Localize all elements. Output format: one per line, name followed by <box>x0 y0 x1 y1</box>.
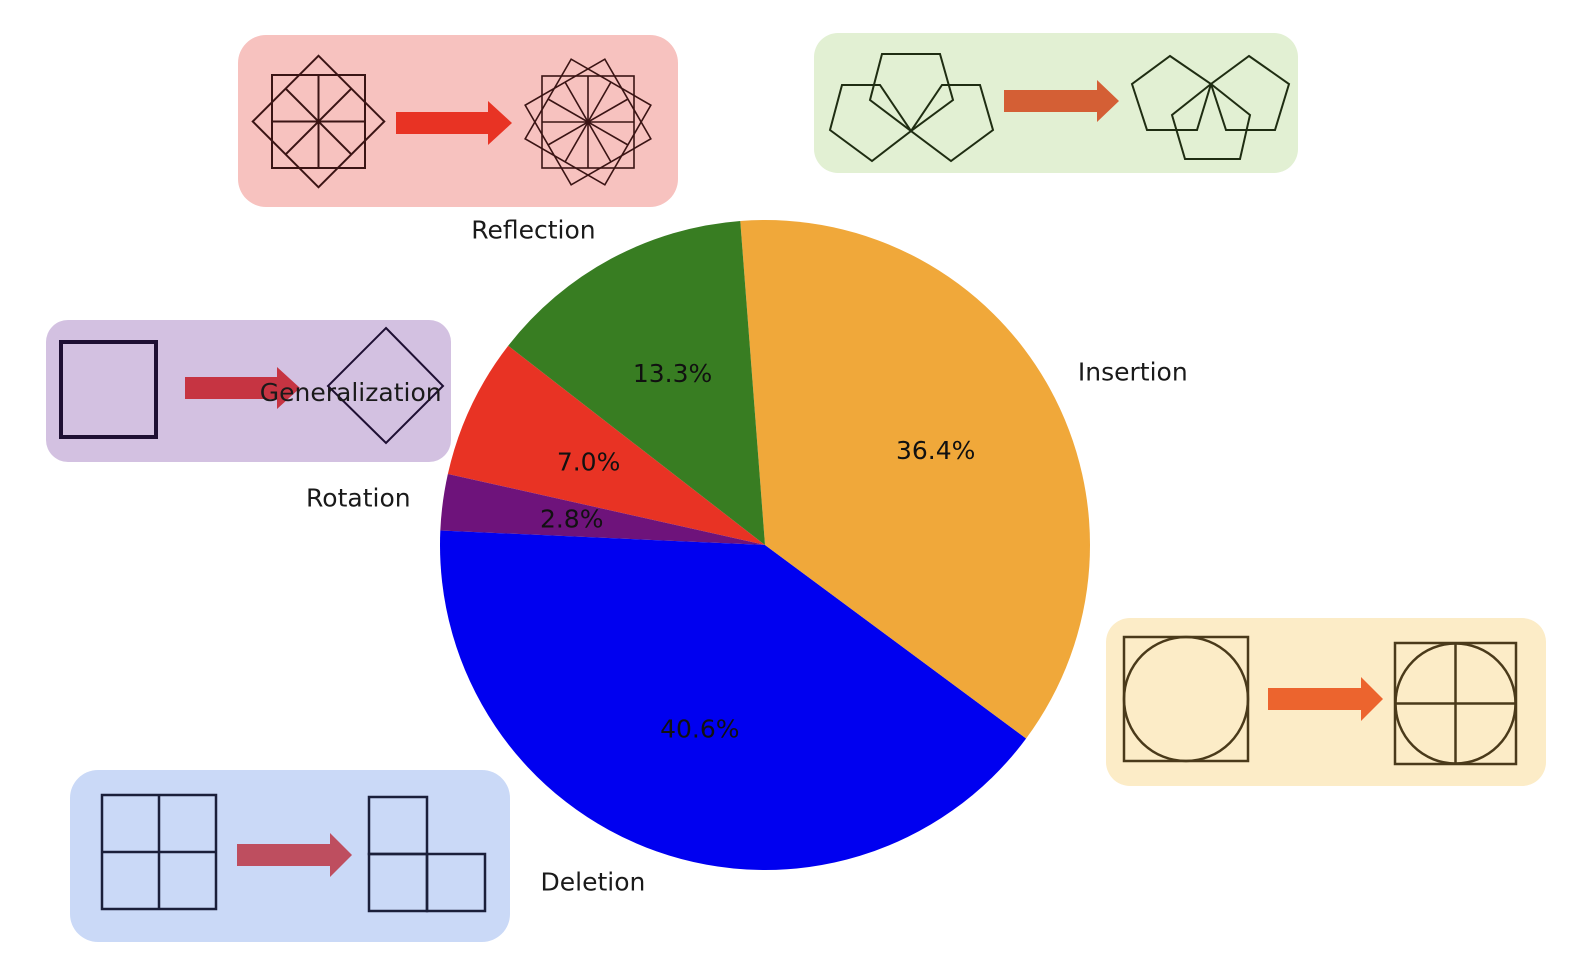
rotation-panel <box>46 320 451 462</box>
pie-pct-generalization: 7.0% <box>557 447 621 476</box>
pie-label-reflection: Reflection <box>471 216 595 245</box>
pie-label-rotation: Rotation <box>306 483 411 512</box>
pie-slice-reflection <box>508 220 765 545</box>
insertion-after-icon <box>1393 641 1518 766</box>
deletion-after-icon <box>367 795 487 913</box>
generalization-arrow-icon <box>396 101 512 145</box>
reflection-panel <box>814 33 1298 173</box>
pie-pct-reflection: 13.3% <box>633 359 712 388</box>
reflection-before-icon <box>828 53 995 163</box>
pie-pct-deletion: 40.6% <box>660 714 739 743</box>
rotation-after-icon <box>326 326 445 445</box>
pie-label-deletion: Deletion <box>541 867 646 896</box>
pie-slice-insertion <box>740 219 1091 739</box>
insertion-before-icon <box>1122 635 1250 763</box>
pie-label-insertion: Insertion <box>1078 358 1188 387</box>
generalization-before-icon <box>251 54 386 189</box>
reflection-after-icon <box>1130 54 1291 160</box>
pie-labels: Generalization 7.0% Rotation 2.8% Deletion 40… <box>260 216 1188 897</box>
deletion-before-icon <box>100 793 218 911</box>
reflection-arrow-icon <box>1004 80 1119 122</box>
pie-slice-rotation <box>440 473 765 545</box>
pie-slice-deletion <box>439 530 1027 871</box>
insertion-panel <box>1106 618 1546 786</box>
deletion-panel <box>70 770 510 942</box>
deletion-arrow-icon <box>237 833 352 877</box>
pie-label-generalization: Generalization <box>260 378 442 407</box>
pie-pct-insertion: 36.4% <box>896 436 975 465</box>
pie-slice-generalization <box>447 345 765 545</box>
insertion-arrow-icon <box>1268 677 1383 721</box>
pie-pct-rotation: 2.8% <box>540 505 604 534</box>
pie-wedges <box>439 219 1091 871</box>
generalization-after-icon <box>524 58 652 186</box>
rotation-arrow-icon <box>185 367 300 409</box>
generalization-panel <box>238 35 678 207</box>
rotation-before-icon <box>59 340 158 439</box>
